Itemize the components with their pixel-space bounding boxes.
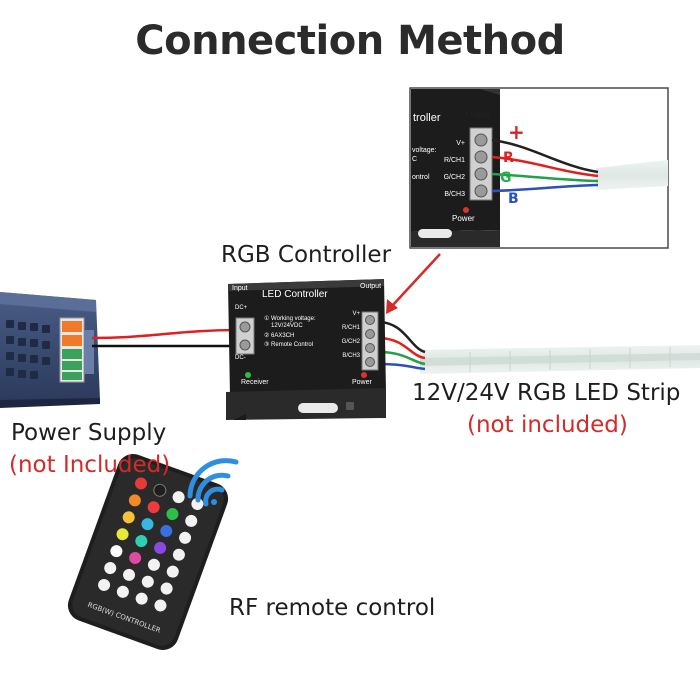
controller-receiver-text: Receiver (241, 379, 269, 386)
zoom-name-text: troller (413, 112, 441, 124)
zoom-output-text: Output (466, 110, 491, 119)
controller-dc-minus: DC- (235, 355, 246, 361)
controller-spec-3: ③ Remote Control (264, 342, 314, 348)
controller-power-text: Power (352, 379, 372, 386)
power-supply-note: (not Included) (9, 452, 171, 478)
zoom-inset (409, 87, 669, 249)
zoom-terminal-labels: V+ R/CH1 G/CH2 B/CH3 (433, 135, 465, 203)
zoom-control-text: ontrol (412, 174, 430, 181)
led-strip (420, 345, 700, 374)
controller-terminal-labels: V+ R/CH1 G/CH2 B/CH3 (340, 307, 360, 363)
controller-spec-1: ① Working voltage: (264, 316, 316, 322)
zoom-pointer-arrow (386, 253, 441, 314)
zoom-terminal-r: R/CH1 (443, 157, 465, 164)
zoom-voltage-c: C (412, 156, 418, 163)
zoom-power-text: Power (452, 214, 475, 223)
controller-terminal-b: B/CH3 (342, 353, 360, 359)
controller-dc-plus: DC+ (235, 305, 248, 311)
strip-label: 12V/24V RGB LED Strip (412, 380, 681, 406)
controller-spec-2: ② 6AX3CH (264, 333, 295, 339)
controller-input-text: Input (232, 285, 248, 292)
controller-name-text: LED Controller (262, 289, 328, 300)
controller-label: RGB Controller (221, 242, 392, 268)
controller-spec-1b: 12V/24VDC (271, 323, 303, 329)
zoom-g-marker: G (500, 170, 512, 186)
controller-body (226, 279, 386, 420)
controller-terminal-r: R/CH1 (341, 325, 360, 331)
zoom-plus-marker: + (508, 120, 525, 144)
zoom-terminal-b: B/CH3 (444, 191, 465, 198)
strip-note: (not included) (467, 412, 628, 438)
rf-remote: RGB(W) CONTROLLER (67, 453, 229, 651)
zoom-terminal-v: V+ (456, 140, 465, 147)
page-title: Connection Method (135, 18, 565, 64)
zoom-r-marker: R (503, 150, 514, 166)
zoom-voltage-text: voltage: (412, 147, 437, 154)
zoom-b-marker: B (508, 191, 519, 207)
controller-terminal-v: V+ (352, 311, 360, 317)
power-supply-unit (0, 292, 100, 408)
wireless-signal-icon (187, 458, 239, 507)
power-supply-label: Power Supply (11, 420, 167, 446)
remote-label: RF remote control (229, 595, 436, 621)
zoom-terminal-g: G/CH2 (443, 174, 465, 181)
controller-output-text: Output (360, 283, 382, 290)
controller-terminal-g: G/CH2 (341, 339, 360, 345)
